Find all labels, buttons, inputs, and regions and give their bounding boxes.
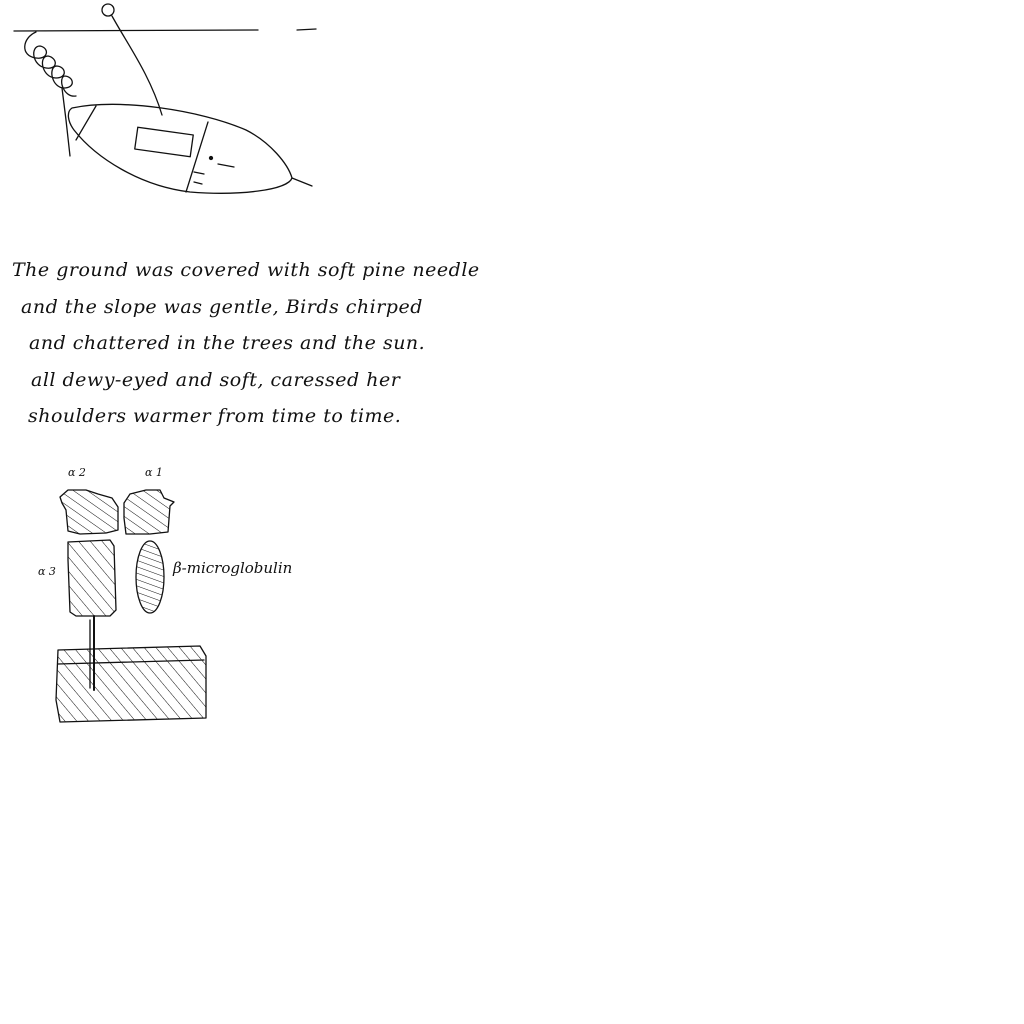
boat-mark <box>218 164 234 167</box>
paragraph-line-5: shoulders warmer from time to time. <box>12 398 480 435</box>
boat-dot <box>210 157 213 160</box>
alpha3-domain <box>68 540 116 616</box>
beta-microglobulin-domain <box>136 541 164 613</box>
label-beta-microglobulin: β-microglobulin <box>173 559 292 577</box>
surface-dash <box>297 29 316 30</box>
anchor-rope <box>62 88 70 156</box>
handwritten-paragraph: The ground was covered with soft pine ne… <box>12 252 480 435</box>
boat-hull <box>68 104 292 193</box>
label-alpha1: α 1 <box>145 466 163 479</box>
boat-cabin <box>135 127 194 157</box>
float-buoy <box>102 4 114 16</box>
boat-stern-line <box>76 106 96 140</box>
boat-tick-2 <box>194 182 202 184</box>
label-alpha3: α 3 <box>38 565 56 578</box>
paragraph-line-1: The ground was covered with soft pine ne… <box>12 252 480 289</box>
alpha2-domain <box>60 490 118 534</box>
cell-membrane <box>56 646 206 722</box>
boat-tick-1 <box>194 172 204 174</box>
boat-sketch <box>14 4 316 193</box>
paragraph-line-3: and chattered in the trees and the sun. <box>12 325 480 362</box>
paragraph-line-4: all dewy-eyed and soft, caressed her <box>12 362 480 399</box>
alpha1-domain <box>124 490 174 534</box>
boat-bow-tip <box>292 178 312 186</box>
coil-spring <box>25 32 76 96</box>
label-alpha2: α 2 <box>68 466 86 479</box>
water-surface-line <box>14 30 258 31</box>
molecule-diagram <box>56 490 206 722</box>
paragraph-line-2: and the slope was gentle, Birds chirped <box>12 289 480 326</box>
